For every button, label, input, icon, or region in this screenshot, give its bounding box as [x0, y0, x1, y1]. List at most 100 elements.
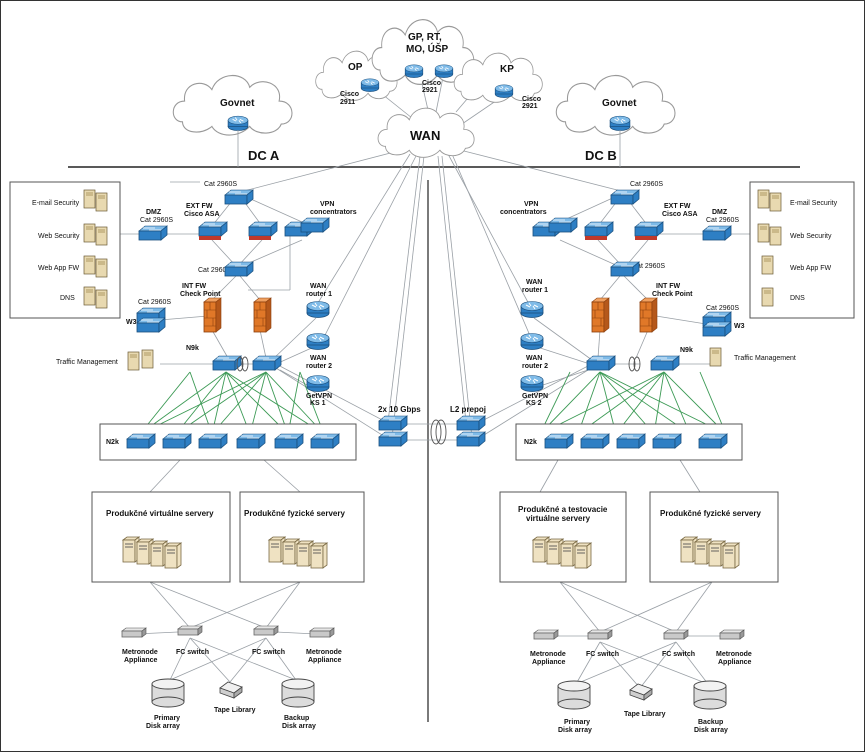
tape-library-icon	[629, 683, 653, 701]
cat-top-switch-icon	[610, 189, 640, 205]
dc-b-edge-switch-icon	[456, 431, 486, 447]
dc-a-service-email: E-mail Security	[32, 200, 80, 207]
getvpn-ks-icon	[520, 375, 544, 392]
waf-server-icon	[95, 258, 108, 278]
cisco-2921a-model: Cisco	[422, 80, 441, 87]
dc-b-storage-wires	[548, 581, 726, 689]
web-server-icon	[83, 223, 96, 243]
n2k-switch-icon	[126, 433, 156, 449]
metronode-icon	[121, 627, 147, 638]
cloud-govnet-a: Govnet	[172, 74, 293, 136]
virtual-server-icon	[532, 536, 550, 563]
dc-b-cat-top: Cat 2960S	[630, 181, 663, 188]
getvpn-ks-icon	[306, 375, 330, 392]
cloud-op-label: OP	[348, 62, 363, 73]
asa-stripe-a	[199, 236, 221, 240]
dc-a-wanr1-line-2: router 1	[306, 291, 332, 298]
dc-a-edge-switch-icon	[378, 431, 408, 447]
dc-b-w3-label: W3	[734, 323, 745, 330]
traffic-mgmt-icon	[141, 349, 154, 369]
dc-b-cat-w3: Cat 2960S	[706, 305, 739, 312]
dc-a-primary-1: Primary	[154, 715, 180, 722]
dc-b-metro-right-1: Metronode	[716, 651, 752, 658]
n9k-link-b	[241, 356, 249, 372]
dc-a-wanr2-line-2: router 2	[306, 363, 332, 370]
dns-server-icon	[761, 287, 774, 307]
traffic-mgmt-icon	[709, 347, 722, 367]
dc-a-service-waf: Web App FW	[38, 265, 80, 272]
tape-library-icon	[219, 681, 243, 699]
cisco-2921b-model: Cisco	[522, 96, 541, 103]
virtual-server-icon	[574, 542, 592, 569]
govnet-a-label: Govnet	[220, 98, 255, 109]
asa-stripe-d	[635, 236, 657, 240]
dc-b-getvpn-line-2: KS 2	[526, 400, 542, 407]
n2k-switch-icon	[198, 433, 228, 449]
physical-server-icon	[310, 542, 328, 569]
dc-b-vpn-line-1: VPN	[524, 201, 538, 208]
dc-b-backup-2: Disk array	[694, 727, 728, 734]
router-op-icon	[360, 78, 380, 92]
dc-b-vpn-line-2: concentrators	[500, 209, 547, 216]
dc-a-metro-right-2: Appliance	[308, 657, 342, 664]
link-speed-label: 2x 10 Gbps	[378, 405, 421, 414]
web-server-icon	[95, 226, 108, 246]
dc-a-vpn-line-1: VPN	[320, 201, 334, 208]
dc-b-physical-box	[649, 491, 779, 583]
wan-label: WAN	[410, 128, 440, 143]
dc-b-dmz-label: DMZ	[712, 209, 728, 216]
dc-b-fc-right: FC switch	[662, 651, 695, 658]
asa-firewall-icon	[634, 221, 664, 237]
asa-firewall-icon	[584, 221, 614, 237]
dc-a-cat-top: Cat 2960S	[204, 181, 237, 188]
router-govnet-b-icon	[609, 115, 631, 132]
dc-b-service-dns: DNS	[790, 295, 805, 302]
asa-stripe-b	[249, 236, 271, 240]
metronode-icon	[309, 627, 335, 638]
dc-b-service-web: Web Security	[790, 233, 832, 240]
vpn-concentrator-icon	[300, 217, 330, 233]
cisco-2911-number: 2911	[340, 99, 355, 106]
metronode-icon	[719, 629, 745, 640]
wan-router-1-icon	[520, 301, 544, 318]
cat-mid-switch-icon	[224, 261, 254, 277]
dc-a-edge-switch-icon	[378, 415, 408, 431]
server-uplinks	[149, 459, 701, 493]
n9k-switch-icon	[252, 355, 282, 371]
dc-a-wanr1-line-1: WAN	[310, 283, 326, 290]
dc-a-getvpn-line-2: KS 1	[310, 400, 326, 407]
l2-link-label: L2 prepoj	[450, 405, 486, 414]
cloud-op: OP Cisco 2911	[315, 50, 398, 106]
dc-b-service-waf: Web App FW	[790, 265, 832, 272]
dc-b-cat-mid: Cat 2960S	[632, 263, 665, 270]
dc-a-n9k-label: N9k	[186, 345, 199, 352]
wan-router-1-icon	[306, 301, 330, 318]
dc-a-intfw-line-2: Check Point	[180, 291, 221, 298]
dc-a-cat-mid: Cat 2960S	[198, 267, 231, 274]
checkpoint-firewall-icon	[203, 297, 222, 333]
wan-wires	[239, 71, 626, 439]
router-govnet-a-icon	[227, 115, 249, 132]
dc-a-traffic-label: Traffic Management	[56, 359, 118, 366]
asa-firewall-icon	[198, 221, 228, 237]
n9k-link-d	[633, 356, 641, 372]
dc-b-virtual-box	[499, 491, 627, 583]
dc-a-wires	[120, 181, 391, 441]
fc-switch-icon	[253, 625, 279, 636]
n9k-link-c	[628, 356, 636, 372]
virtual-server-icon	[560, 540, 578, 567]
dc-a-w3-label: W3	[126, 319, 137, 326]
dc-a-wanr2-line-1: WAN	[310, 355, 326, 362]
cat-mid-switch-icon	[610, 261, 640, 277]
dc-a-cat-dmz: Cat 2960S	[140, 217, 173, 224]
physical-server-icon	[694, 538, 712, 565]
fc-switch-icon	[587, 629, 613, 640]
dc-a-physical-box	[239, 491, 365, 583]
n2k-switch-icon	[698, 433, 728, 449]
n2k-switch-icon	[310, 433, 340, 449]
n9k-link-a	[236, 356, 244, 372]
cloud-kp: KP Cisco 2921	[453, 52, 543, 110]
email-server-icon	[83, 189, 96, 209]
metronode-icon	[533, 629, 559, 640]
govnet-b-label: Govnet	[602, 98, 637, 109]
